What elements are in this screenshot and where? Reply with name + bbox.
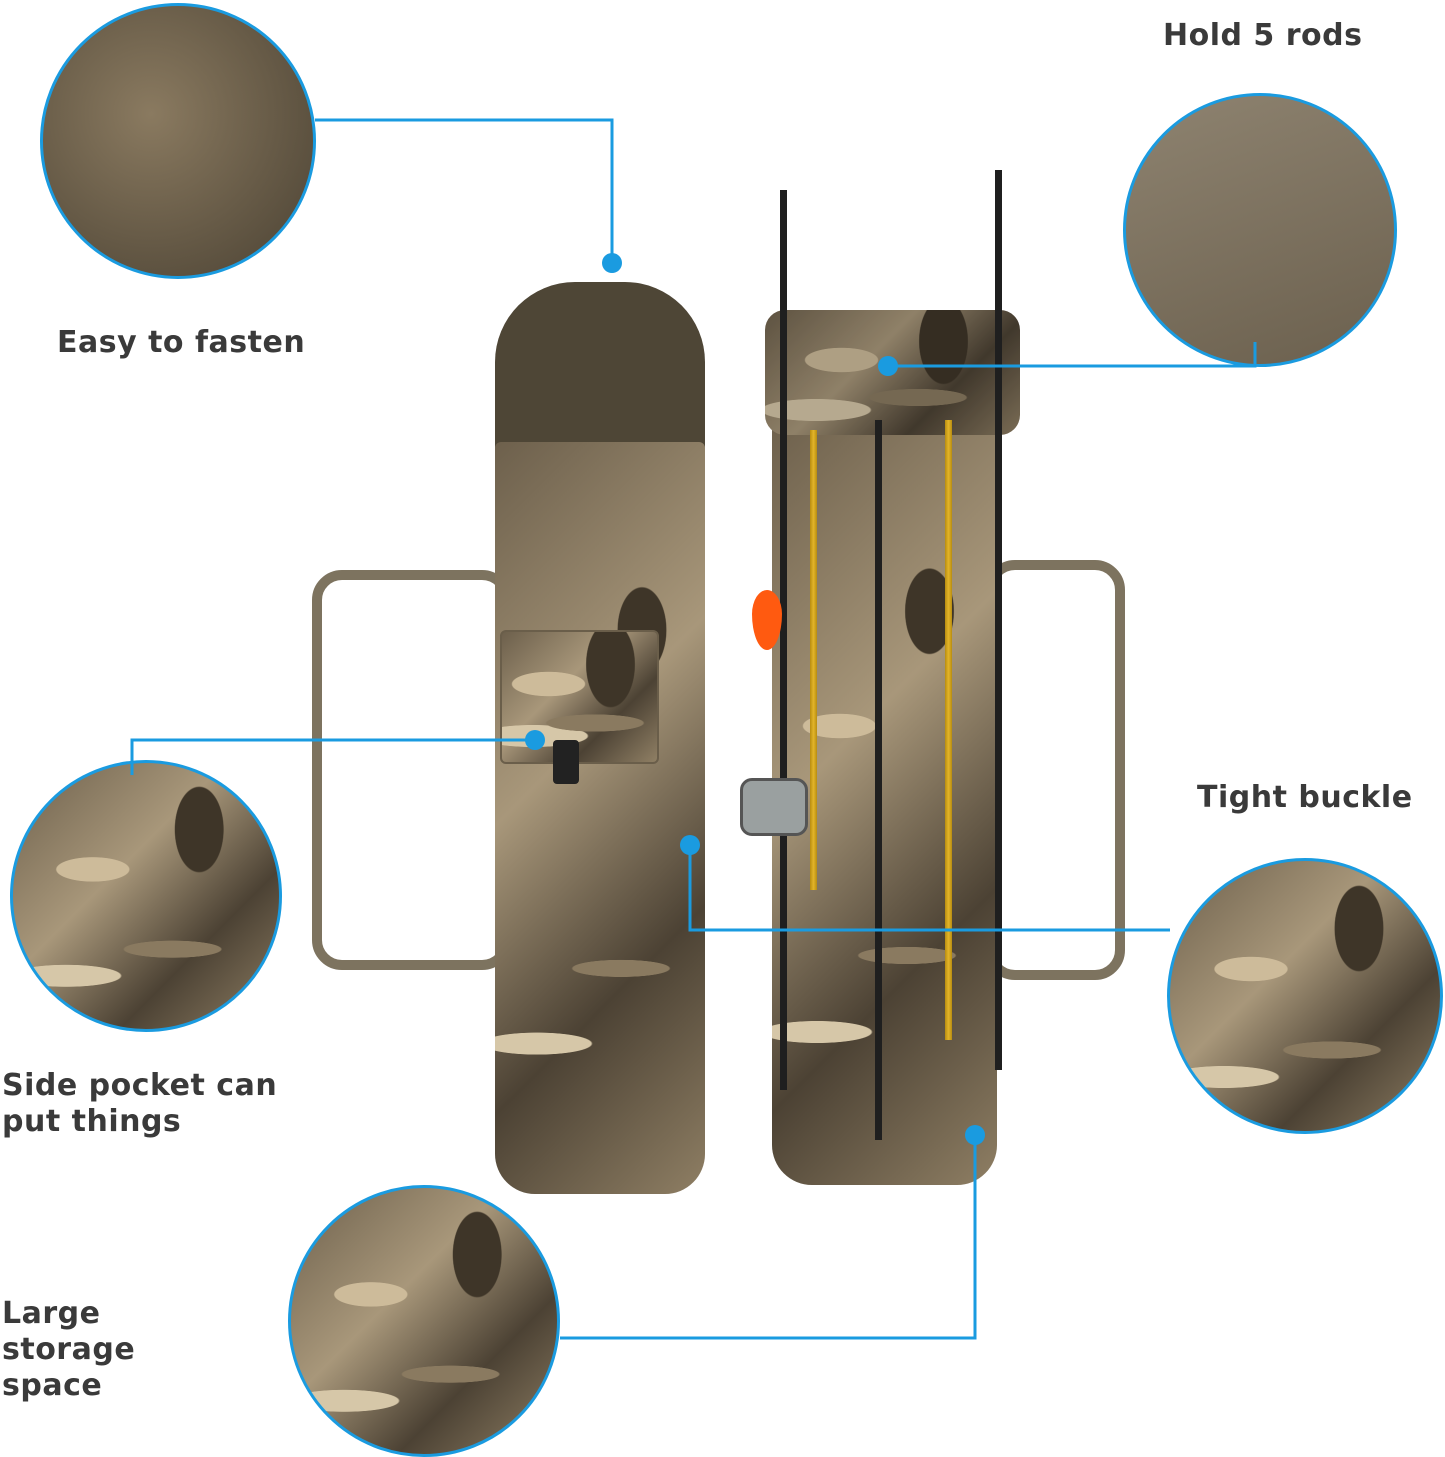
label-hold-5-rods: Hold 5 rods bbox=[1163, 18, 1363, 53]
fishing-rod bbox=[945, 420, 952, 1040]
detail-drawstring-photo bbox=[40, 3, 316, 279]
detail-side-pocket-photo bbox=[10, 760, 282, 1032]
fishing-rod bbox=[875, 420, 882, 1140]
left-bag-drawstring-top bbox=[495, 282, 705, 452]
fishing-rod bbox=[995, 170, 1002, 1070]
detail-buckle-photo bbox=[1167, 858, 1443, 1134]
connector-dot bbox=[525, 730, 545, 750]
connector-dot bbox=[680, 835, 700, 855]
label-large-storage: Large storage space bbox=[2, 1296, 136, 1403]
connector-large-storage bbox=[560, 1135, 977, 1340]
label-tight-buckle: Tight buckle bbox=[1197, 780, 1413, 815]
label-easy-to-fasten: Easy to fasten bbox=[57, 325, 306, 360]
connector-side-pocket bbox=[130, 738, 535, 775]
spinning-reel bbox=[740, 778, 808, 836]
connector-dot bbox=[602, 253, 622, 273]
connector-tight-buckle bbox=[688, 845, 1170, 932]
right-bag-body bbox=[772, 420, 997, 1185]
connector-easy-fasten bbox=[315, 118, 614, 262]
left-bag-front-pocket bbox=[500, 630, 659, 764]
detail-rod-holders-photo bbox=[1123, 93, 1397, 367]
connector-dot bbox=[878, 356, 898, 376]
left-bag-body bbox=[495, 442, 705, 1194]
buckle-icon bbox=[553, 740, 579, 784]
connector-hold-rods bbox=[888, 342, 1257, 368]
label-side-pocket: Side pocket can put things bbox=[2, 1068, 278, 1139]
connector-dot bbox=[965, 1125, 985, 1145]
float-bobber bbox=[752, 590, 782, 650]
fishing-rod bbox=[780, 190, 787, 1090]
fishing-rod bbox=[810, 430, 817, 890]
